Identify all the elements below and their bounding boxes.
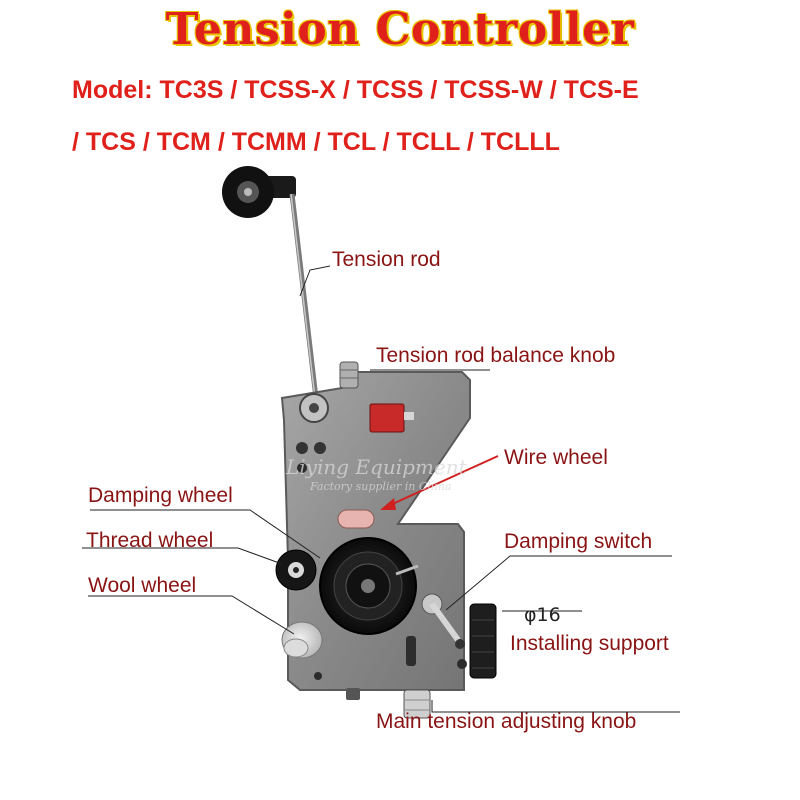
label-installing-support: Installing support	[510, 632, 669, 655]
label-tension-rod: Tension rod	[332, 248, 441, 271]
leader-lines	[82, 265, 680, 713]
wire-wheel-shape	[337, 509, 375, 529]
model-line-2: / TCS / TCM / TCMM / TCL / TCLL / TCLLL	[72, 128, 560, 156]
watermark-line-1: Liying Equipment	[285, 455, 468, 479]
label-damping-switch: Damping switch	[504, 530, 653, 553]
wool-wheel-shape	[281, 621, 323, 659]
label-diameter: φ16	[524, 604, 561, 626]
label-thread-wheel: Thread wheel	[86, 529, 214, 552]
label-damping-wheel: Damping wheel	[88, 484, 233, 507]
tension-rod	[289, 193, 319, 399]
main-knob-shape	[403, 689, 431, 719]
wire-wheel-arrow	[387, 455, 499, 507]
thread-wheel-shape	[275, 549, 317, 591]
watermark-line-2: Factory supplier in China	[309, 480, 452, 493]
page-title: Tension Controller	[165, 4, 635, 55]
label-main-knob: Main tension adjusting knob	[376, 710, 637, 733]
label-wool-wheel: Wool wheel	[88, 574, 197, 597]
micro-switch	[369, 403, 414, 433]
label-wire-wheel: Wire wheel	[504, 446, 608, 469]
installing-support-shape	[469, 603, 497, 679]
damping-switch-shape	[421, 593, 465, 649]
label-balance-knob: Tension rod balance knob	[376, 344, 616, 367]
rod-pulley	[222, 166, 296, 218]
balance-knob-shape	[339, 361, 359, 389]
damping-wheel-shape	[319, 537, 419, 635]
model-line-1: Model: TC3S / TCSS-X / TCSS / TCSS-W / T…	[72, 76, 639, 104]
